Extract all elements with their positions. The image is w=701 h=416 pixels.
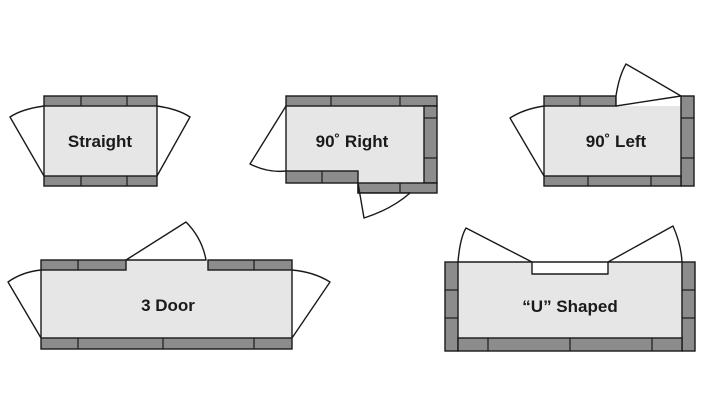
three-door-top-wall-right xyxy=(207,259,293,271)
u-shaped-left-wall xyxy=(444,261,459,352)
right90-floor xyxy=(286,106,424,171)
u-shaped-right-wall xyxy=(681,261,696,352)
label-straight: Straight xyxy=(68,132,133,151)
label-90-left: 90˚ Left xyxy=(586,132,647,151)
straight-bottom-wall xyxy=(43,175,158,187)
straight-floor xyxy=(44,106,157,176)
three-door-right-door xyxy=(291,269,331,339)
right90-bottom-door xyxy=(357,182,411,219)
three-door-top-wall-left xyxy=(40,259,127,271)
straight-right-door xyxy=(156,105,191,177)
right90-floor-ext xyxy=(358,171,424,183)
right90-top-wall xyxy=(285,95,438,107)
left90-left-door xyxy=(509,105,545,177)
three-door-floor-notch xyxy=(126,260,208,270)
u-shaped-left-door xyxy=(457,227,533,263)
label-90-right: 90˚ Right xyxy=(316,132,389,151)
right90-bottom-wall-right xyxy=(357,182,438,194)
label-u-shaped: “U” Shaped xyxy=(522,297,617,316)
left90-bottom-wall xyxy=(543,175,682,187)
layout-straight: Straight xyxy=(9,95,191,187)
left90-top-door xyxy=(615,63,682,107)
layout-90-left: 90˚ Left xyxy=(509,63,695,187)
left90-right-wall xyxy=(680,95,695,187)
layout-90-right: 90˚ Right xyxy=(249,95,438,219)
layout-u-shaped: “U” Shaped xyxy=(444,225,696,352)
layout-3-door: 3 Door xyxy=(7,221,331,350)
right90-left-door xyxy=(249,105,287,173)
three-door-top-door xyxy=(125,221,207,261)
three-door-left-door xyxy=(7,269,42,339)
three-door-bottom-wall xyxy=(40,337,293,350)
left90-floor xyxy=(544,106,681,176)
three-door-floor xyxy=(41,270,292,338)
label-3-door: 3 Door xyxy=(141,296,195,315)
u-shaped-bench xyxy=(531,261,609,275)
straight-top-wall xyxy=(43,95,158,107)
u-shaped-right-door xyxy=(607,225,683,263)
straight-left-door xyxy=(9,105,45,177)
